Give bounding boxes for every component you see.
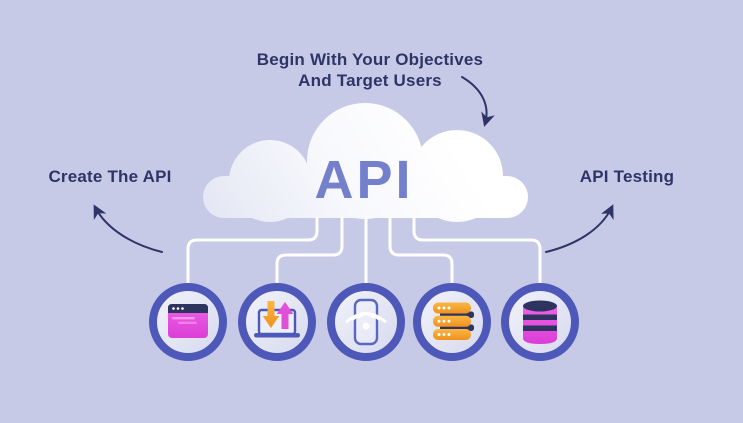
- cloud-shape: [203, 103, 528, 222]
- download-arrow-icon: [262, 301, 280, 328]
- server-stack-icon: [433, 302, 474, 340]
- api-testing-label: API Testing: [579, 167, 675, 186]
- arrow-create-api: [93, 204, 163, 253]
- mobile-wifi-icon: [345, 298, 387, 346]
- objectives-label: Begin With Your Objectives And Target Us…: [215, 49, 525, 91]
- laptop-transfer-icon: [254, 301, 300, 338]
- objectives-line2: And Target Users: [298, 71, 442, 90]
- upload-arrow-icon: [276, 302, 294, 329]
- arrow-objectives-to-cloud: [461, 76, 495, 127]
- connector-lines: [186, 216, 542, 286]
- cloud-api-title: API: [314, 150, 414, 210]
- create-api-label: Create The API: [48, 167, 172, 186]
- arrow-api-testing: [545, 204, 614, 253]
- database-icon: [523, 300, 557, 344]
- objectives-line1: Begin With Your Objectives: [256, 50, 484, 69]
- browser-window-icon: [168, 304, 208, 338]
